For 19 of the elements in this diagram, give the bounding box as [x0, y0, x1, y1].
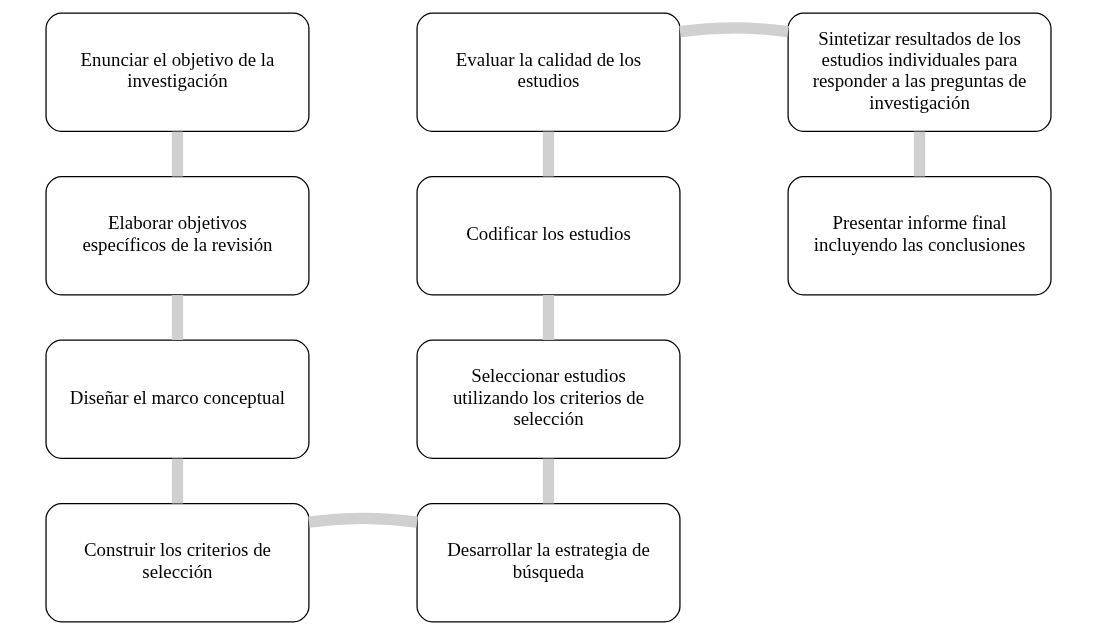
connector: [542, 458, 555, 504]
connector: [171, 131, 184, 177]
node-box: Presentar informe final incluyendo las conclusiones: [787, 176, 1052, 296]
connector: [542, 295, 555, 340]
connector: [679, 22, 789, 38]
node-box: Construir los criterios de selección: [45, 503, 310, 623]
connector: [913, 131, 926, 177]
connector: [308, 512, 418, 528]
connector: [171, 458, 184, 504]
node-box: Sintetizar resultados de los estudios individuales para responder a las preguntas de investigación: [787, 12, 1052, 132]
node-box: Evaluar la calidad de los estudios: [416, 12, 681, 132]
connector: [542, 131, 555, 177]
node-box: Enunciar el objetivo de la investigación: [45, 12, 310, 132]
node-box: Diseñar el marco conceptual: [45, 339, 310, 459]
node-box: Codificar los estudios: [416, 176, 681, 296]
node-box: Elaborar objetivos específicos de la revisión: [45, 176, 310, 296]
node-box: Desarrollar la estrategia de búsqueda: [416, 503, 681, 623]
node-box: Seleccionar estudios utilizando los criterios de selección: [416, 339, 681, 459]
connector: [171, 295, 184, 340]
